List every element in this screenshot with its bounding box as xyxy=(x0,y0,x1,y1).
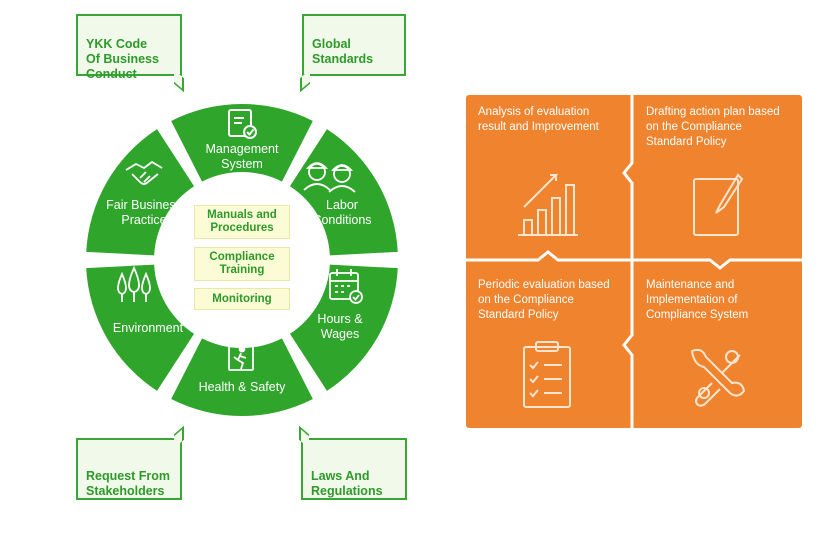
pill-manuals: Manuals and Procedures xyxy=(194,205,290,239)
emergency-exit-icon xyxy=(228,341,254,371)
pill-monitoring: Monitoring xyxy=(194,288,290,310)
callout-stakeholders: Request From Stakeholders xyxy=(76,425,184,500)
callout-code-of-conduct-text: YKK Code Of Business Conduct xyxy=(86,37,159,81)
checklist-icon xyxy=(523,341,571,408)
document-check-icon xyxy=(228,109,257,139)
handshake-icon xyxy=(125,161,163,185)
step-drafting: Drafting action plan based on the Compli… xyxy=(646,106,780,148)
segment-labor-label: Labor Conditions xyxy=(312,198,372,227)
step-evaluation: Periodic evaluation based on the Complia… xyxy=(478,279,610,321)
callout-tail xyxy=(300,69,310,93)
calendar-icon xyxy=(329,269,363,304)
segment-health-label: Health & Safety xyxy=(198,380,286,394)
callout-stakeholders-text: Request From Stakeholders xyxy=(86,469,171,498)
workers-icon xyxy=(303,162,356,193)
cycle-divider-horizontal xyxy=(466,250,802,270)
callout-laws-text: Laws And Regulations xyxy=(311,469,383,498)
wheel-segment-management xyxy=(171,103,313,182)
step-maintenance: Maintenance and Implementation of Compli… xyxy=(646,279,749,321)
step-analysis: Analysis of evaluation result and Improv… xyxy=(478,106,599,133)
segment-hours-label: Hours & Wages xyxy=(317,312,363,341)
callout-tail xyxy=(174,69,184,93)
pill-training: Compliance Training xyxy=(194,247,290,281)
callout-tail xyxy=(299,425,309,449)
wheel-segment-health xyxy=(171,338,313,417)
callout-global-standards: Global Standards xyxy=(300,14,406,93)
callout-tail xyxy=(174,425,184,449)
wheel-segment-fair xyxy=(86,129,195,256)
wheel-segment-labor xyxy=(289,129,398,256)
callout-code-of-conduct: YKK Code Of Business Conduct xyxy=(76,14,184,93)
wheel-segments xyxy=(86,103,398,417)
callout-laws: Laws And Regulations xyxy=(299,425,407,500)
compliance-cycle: Analysis of evaluation result and Improv… xyxy=(466,95,802,428)
callout-global-standards-text: Global Standards xyxy=(312,37,374,66)
wheel-segment-environment xyxy=(86,264,195,391)
growth-chart-icon xyxy=(518,174,578,236)
wheel-segment-hours xyxy=(289,264,398,391)
tools-icon xyxy=(690,348,746,407)
edit-note-icon xyxy=(693,173,744,236)
compliance-wheel: Management System Labor Conditions Hours… xyxy=(86,103,398,417)
segment-environment-label: Environment xyxy=(112,321,184,335)
segment-management-label: Management System xyxy=(205,142,279,171)
segment-fair-label: Fair Business Practice xyxy=(106,198,182,227)
trees-icon xyxy=(117,265,151,302)
